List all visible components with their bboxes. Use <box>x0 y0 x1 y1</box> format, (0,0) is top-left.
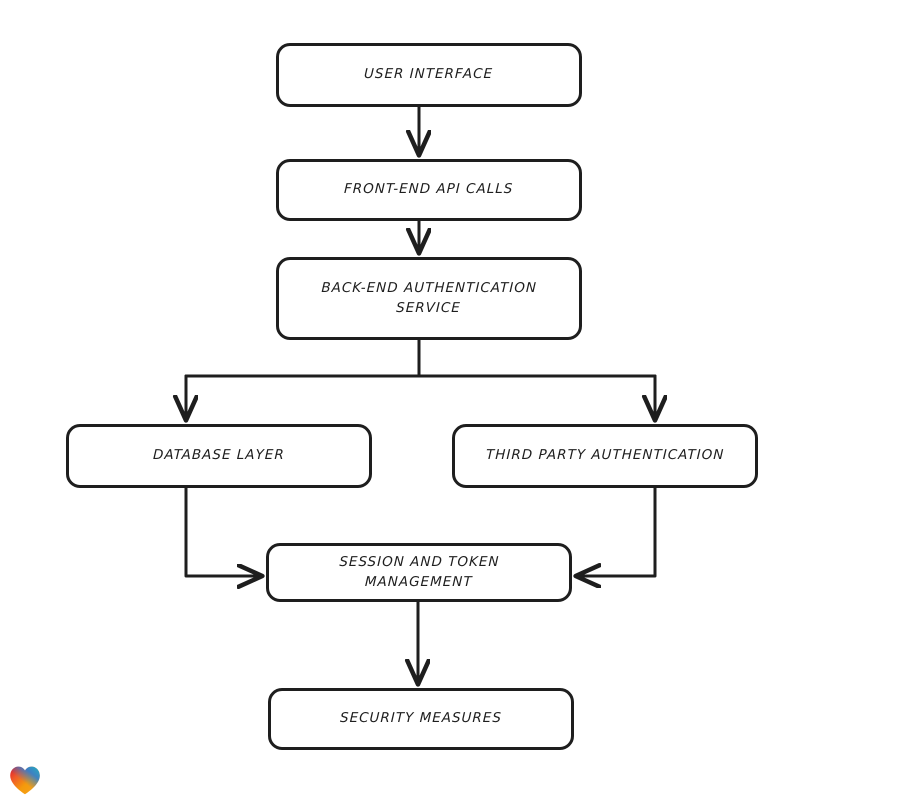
node-user-interface[interactable]: User Interface <box>276 43 582 107</box>
node-security-measures[interactable]: Security Measures <box>268 688 574 750</box>
node-label-third-party-authentication: Third Party Authentication <box>485 447 725 464</box>
heart-icon <box>10 766 40 795</box>
edge-thirdparty-to-session <box>578 486 657 576</box>
node-label-session-and-token-management: Session and Token Management <box>339 553 500 590</box>
edge-database-to-session <box>184 486 260 576</box>
heart-icon-wrapper <box>8 764 42 796</box>
node-session-and-token-management[interactable]: Session and Token Management <box>266 543 572 602</box>
node-front-end-api-calls[interactable]: Front-End API Calls <box>276 159 582 221</box>
node-label-user-interface: User Interface <box>364 66 494 83</box>
node-third-party-authentication[interactable]: Third Party Authentication <box>452 424 758 488</box>
node-label-database-layer: Database Layer <box>152 447 286 464</box>
node-label-front-end-api-calls: Front-End API Calls <box>344 181 514 198</box>
node-label-security-measures: Security Measures <box>339 710 503 727</box>
node-database-layer[interactable]: Database Layer <box>66 424 372 488</box>
node-back-end-authentication-service[interactable]: Back-End Authentication Service <box>276 257 582 340</box>
node-label-back-end-authentication-service: Back-End Authentication Service <box>321 279 538 316</box>
